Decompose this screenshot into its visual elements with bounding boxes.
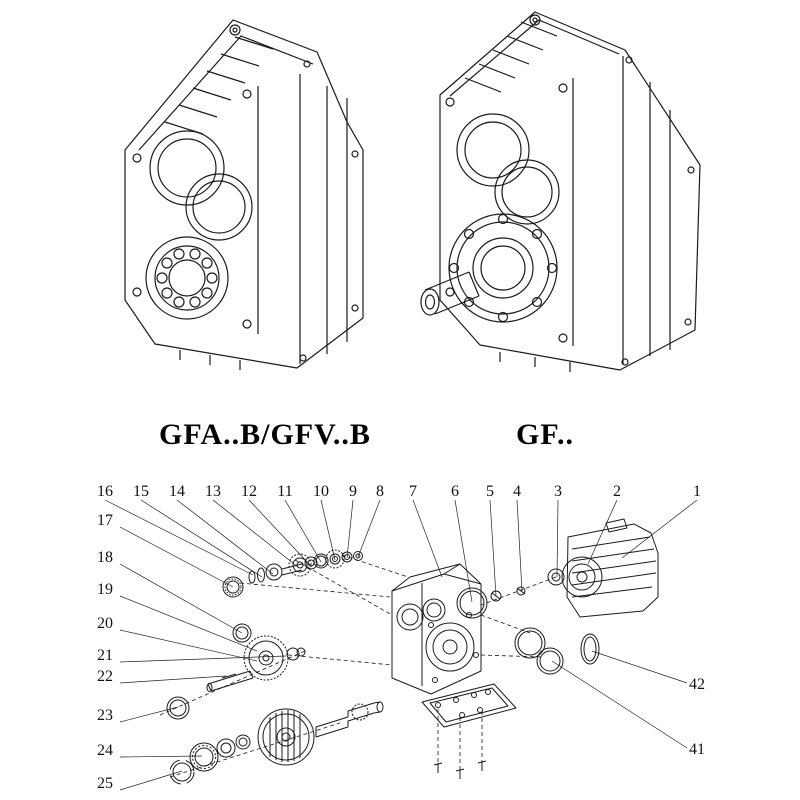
motor-unit xyxy=(561,518,659,618)
callout-10: 10 xyxy=(313,483,329,500)
exploded-view-drawing xyxy=(104,499,698,791)
callout-25: 25 xyxy=(97,775,113,792)
callout-8: 8 xyxy=(376,483,384,500)
callout-6: 6 xyxy=(451,483,459,500)
callout-4: 4 xyxy=(513,483,521,500)
input-shaft-assembly xyxy=(248,549,363,584)
model-label-gf: GF.. xyxy=(516,418,574,451)
gearbox-drawing-gfab xyxy=(124,19,364,370)
flange-bolt-holes xyxy=(448,213,558,323)
output-gear-set xyxy=(169,701,384,785)
housing xyxy=(391,563,482,695)
callout-3: 3 xyxy=(554,483,562,500)
assembly-axis-lines xyxy=(159,554,557,778)
callout-16: 16 xyxy=(97,483,113,500)
callout-22: 22 xyxy=(97,668,113,685)
callout-17: 17 xyxy=(97,512,113,529)
callout-12: 12 xyxy=(241,483,257,500)
cover-and-fasteners xyxy=(456,568,565,619)
callout-21: 21 xyxy=(97,647,113,664)
callout-41: 41 xyxy=(689,741,705,758)
housing-outline xyxy=(439,11,701,371)
callout-13: 13 xyxy=(205,483,221,500)
housing-outline xyxy=(124,19,364,369)
callout-14: 14 xyxy=(169,483,185,500)
callout-15: 15 xyxy=(133,483,149,500)
callout-42: 42 xyxy=(689,676,705,693)
callout-24: 24 xyxy=(97,742,113,759)
callout-9: 9 xyxy=(349,483,357,500)
callout-18: 18 xyxy=(97,549,113,566)
output-shaft xyxy=(424,271,480,315)
callout-19: 19 xyxy=(97,581,113,598)
callout-7: 7 xyxy=(409,483,417,500)
retaining-rings xyxy=(514,627,600,675)
callout-1: 1 xyxy=(693,483,701,500)
leader-lines xyxy=(104,499,698,791)
callout-23: 23 xyxy=(97,707,113,724)
callout-2: 2 xyxy=(613,483,621,500)
gearbox-drawing-gf xyxy=(420,11,701,372)
intermediate-gear-set xyxy=(166,576,306,720)
callout-11: 11 xyxy=(277,483,293,500)
bearing-rollers xyxy=(156,248,218,308)
callout-5: 5 xyxy=(486,483,494,500)
mounting-plate xyxy=(421,683,517,779)
model-label-gfab: GFA..B/GFV..B xyxy=(159,418,371,451)
callout-20: 20 xyxy=(97,615,113,632)
